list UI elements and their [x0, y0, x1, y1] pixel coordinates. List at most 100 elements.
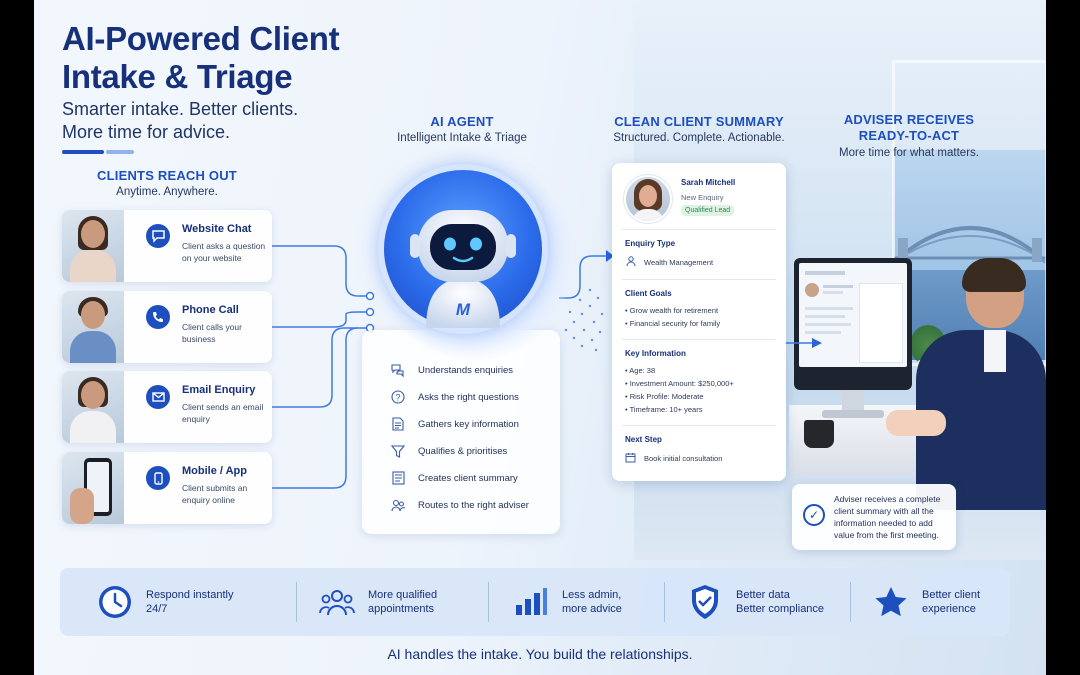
title-underline-accent [106, 150, 134, 154]
clients-subheading: Anytime. Anywhere. [116, 186, 218, 198]
channel-title: Email Enquiry [182, 384, 256, 396]
people-icon [318, 583, 356, 621]
page-subtitle: Smarter intake. Better clients. More tim… [62, 99, 299, 142]
flow-connectors [272, 245, 822, 489]
shield-check-icon [686, 583, 724, 621]
callout-text: Adviser receives a complete client summa… [834, 494, 941, 540]
channel-desc: Client sends an email enquiry [182, 402, 264, 424]
monitor-base [822, 410, 884, 418]
channel-title: Phone Call [182, 304, 239, 316]
next-step: Book initial consultation [644, 454, 723, 463]
phone-in-hand-photo [62, 452, 124, 524]
benefit-item: Less admin,more advice [512, 568, 622, 636]
channel-title: Mobile / App [182, 465, 247, 477]
feature-item: Qualifies & prioritises [390, 443, 507, 459]
channel-card-phone-call: Phone Call Client calls your business [62, 291, 272, 363]
divider [622, 339, 776, 340]
check-icon: ✓ [803, 504, 825, 526]
channel-desc: Client calls your business [182, 322, 242, 344]
feature-item: ? Asks the right questions [390, 389, 519, 405]
agent-heading: AI AGENT [430, 114, 494, 129]
divider [622, 229, 776, 230]
summary-subheading: Structured. Complete. Actionable. [613, 132, 785, 144]
client-summary-card: Sarah Mitchell New Enquiry Qualified Lea… [612, 163, 786, 481]
person-icon [626, 256, 636, 267]
calendar-icon [625, 453, 636, 463]
channel-desc: Client submits an enquiry online [182, 483, 248, 505]
enquiry-type-label: Enquiry Type [625, 239, 676, 248]
adviser-hands [886, 410, 946, 436]
users-icon [390, 497, 406, 513]
feature-item: Understands enquiries [390, 362, 513, 378]
chat-icon [146, 224, 170, 248]
feature-item: Routes to the right adviser [390, 497, 529, 513]
goal-item: • Financial security for family [625, 319, 721, 328]
separator [850, 582, 851, 622]
summary-icon [390, 470, 406, 486]
mobile-icon [146, 466, 170, 490]
adviser-subheading: More time for what matters. [839, 147, 979, 159]
key-info-item: • Risk Profile: Moderate [625, 392, 704, 401]
robot-logo: M [455, 300, 471, 319]
monitor-stand [842, 390, 864, 412]
separator [488, 582, 489, 622]
client-photo [62, 291, 124, 363]
client-name: Sarah Mitchell [681, 178, 736, 187]
harbour-bridge-illustration [892, 226, 1046, 264]
agent-capabilities-card: Understands enquiries ? Asks the right q… [362, 330, 560, 534]
separator [296, 582, 297, 622]
chat-bubbles-icon [390, 362, 406, 378]
clock-icon [96, 583, 134, 621]
key-info-item: • Age: 38 [625, 366, 656, 375]
separator [664, 582, 665, 622]
client-photo [62, 371, 124, 443]
channel-card-mobile-app: Mobile / App Client submits an enquiry o… [62, 452, 272, 524]
divider [622, 425, 776, 426]
adviser-figure-hair [962, 258, 1026, 292]
channel-title: Website Chat [182, 223, 252, 235]
mail-icon [146, 385, 170, 409]
key-info-label: Key Information [625, 349, 686, 358]
summary-heading: CLEAN CLIENT SUMMARY [614, 114, 784, 129]
divider [622, 279, 776, 280]
monitor-screen [799, 263, 907, 367]
clients-heading: CLIENTS REACH OUT [97, 168, 237, 183]
status-badge: Qualified Lead [681, 205, 735, 216]
robot-icon [410, 210, 516, 328]
agent-subheading: Intelligent Intake & Triage [397, 132, 527, 144]
goals-label: Client Goals [625, 289, 672, 298]
footer-tagline: AI handles the intake. You build the rel… [387, 646, 693, 662]
bar-chart-icon [512, 583, 550, 621]
feature-item: Gathers key information [390, 416, 519, 432]
channel-card-website-chat: Website Chat Client asks a question on y… [62, 210, 272, 282]
next-step-label: Next Step [625, 435, 662, 444]
star-icon [872, 583, 910, 621]
svg-text:?: ? [395, 393, 400, 403]
key-info-item: • Investment Amount: $250,000+ [625, 379, 734, 388]
key-info-item: • Timeframe: 10+ years [625, 405, 703, 414]
computer-monitor [794, 258, 912, 390]
avatar [624, 175, 672, 223]
title-underline [62, 150, 104, 154]
client-status: New Enquiry [681, 193, 724, 202]
coffee-mug [804, 420, 834, 448]
filter-icon [390, 443, 406, 459]
document-icon [390, 416, 406, 432]
adviser-shirt [984, 330, 1006, 372]
channel-card-email-enquiry: Email Enquiry Client sends an email enqu… [62, 371, 272, 443]
client-photo [62, 210, 124, 282]
enquiry-type: Wealth Management [644, 258, 714, 267]
page-title: AI-Powered Client Intake & Triage [62, 20, 340, 95]
feature-item: Creates client summary [390, 470, 518, 486]
adviser-callout: ✓ Adviser receives a complete client sum… [792, 484, 956, 550]
question-icon: ? [390, 389, 406, 405]
phone-icon [146, 305, 170, 329]
infographic-canvas: AI-Powered Client Intake & Triage Smarte… [34, 0, 1046, 675]
goal-item: • Grow wealth for retirement [625, 306, 719, 315]
channel-desc: Client asks a question on your website [182, 241, 266, 263]
